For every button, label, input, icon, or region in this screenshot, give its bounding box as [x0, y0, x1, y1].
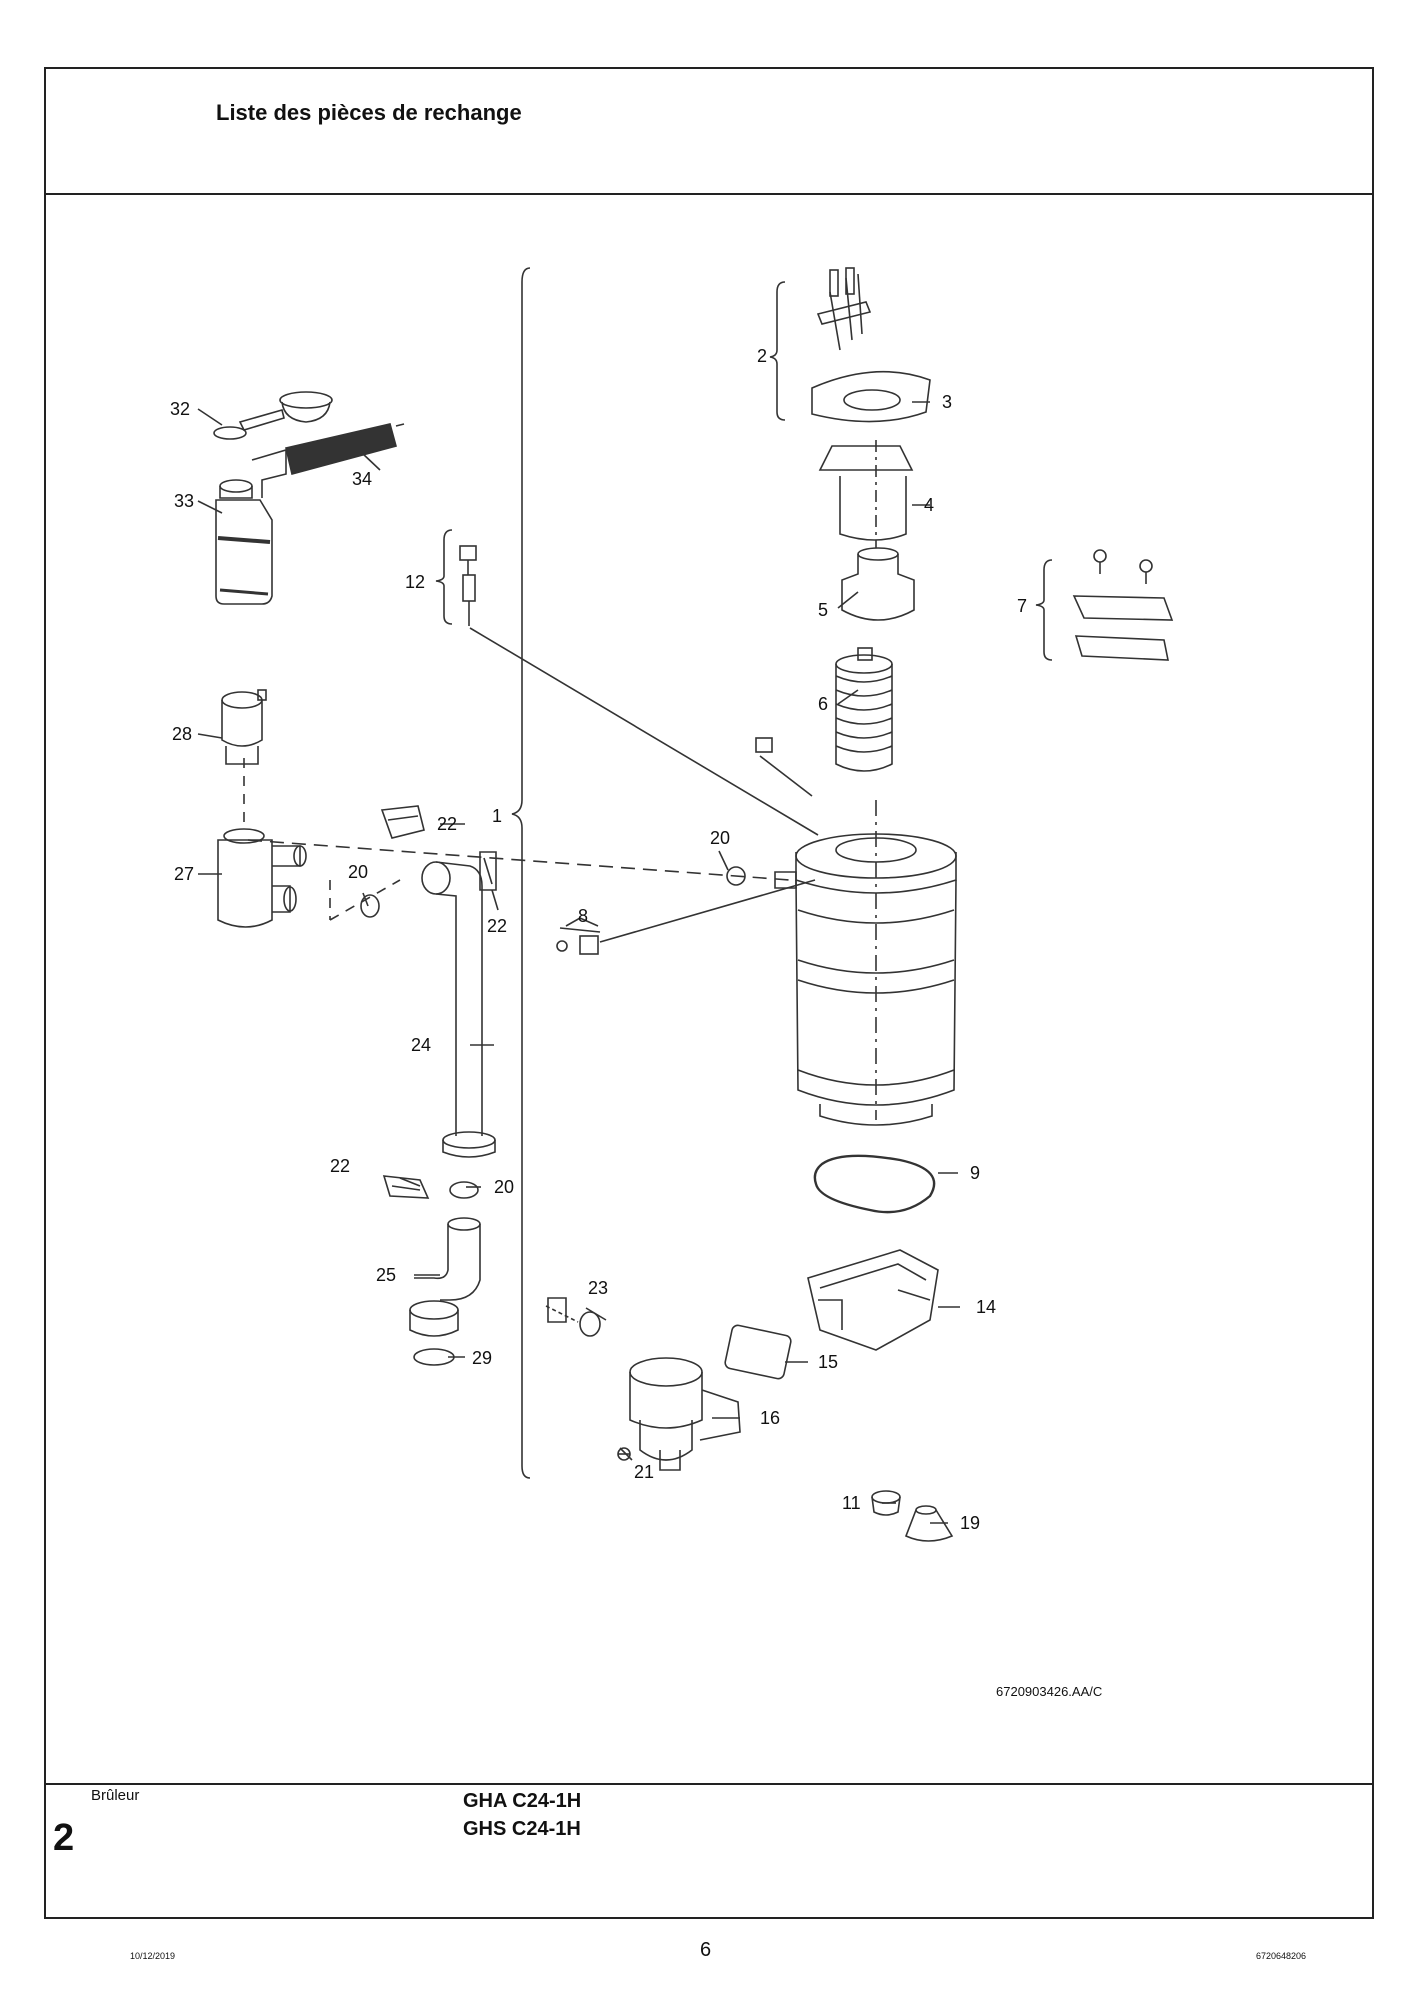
part-19-cone — [904, 1505, 954, 1542]
label-part-1: 1 — [492, 806, 502, 826]
label-part-16: 16 — [760, 1408, 780, 1428]
part-6-burner-tube — [835, 647, 893, 772]
page-frame — [44, 67, 1374, 1919]
heat-exchanger-body — [755, 737, 957, 1126]
part-20-washer-a — [360, 894, 380, 918]
label-part-23: 23 — [588, 1278, 608, 1298]
label-part-14: 14 — [976, 1297, 996, 1317]
label-part-19: 19 — [960, 1513, 980, 1533]
part-25-elbow — [409, 1217, 481, 1337]
part-5-distribution-disc — [841, 547, 915, 621]
label-part-3: 3 — [942, 392, 952, 412]
label-part-28: 28 — [172, 724, 192, 744]
label-part-12: 12 — [405, 572, 425, 592]
label-part-21: 21 — [634, 1462, 654, 1482]
part-15-gasket — [724, 1324, 792, 1380]
part-11-nozzle — [871, 1490, 901, 1516]
part-28-air-vent — [221, 689, 267, 765]
page-title: Liste des pièces de rechange — [216, 100, 522, 125]
part-22-clip-b — [479, 851, 497, 891]
section-label: Brûleur — [91, 1787, 140, 1804]
header-divider — [44, 193, 1374, 195]
part-20-washer-b — [449, 1181, 479, 1199]
footer-date: 10/12/2019 — [130, 1951, 176, 1961]
label-part-4: 4 — [924, 495, 934, 515]
part-22-clip-a — [380, 805, 425, 839]
part-4-sleeve — [818, 440, 914, 548]
part-23-fittings — [545, 1297, 607, 1337]
label-part-22-c: 22 — [330, 1156, 350, 1176]
part-29-seal — [413, 1348, 455, 1366]
part-33-siphon-body — [215, 448, 287, 605]
label-part-8: 8 — [578, 906, 588, 926]
label-part-9: 9 — [970, 1163, 980, 1183]
label-part-34: 34 — [352, 469, 372, 489]
part-21-screw — [617, 1447, 631, 1461]
label-part-20-b: 20 — [494, 1177, 514, 1197]
part-3-flange-plate — [811, 370, 931, 423]
part-20-washer-c — [726, 866, 746, 886]
part-12-sensor — [459, 545, 477, 626]
label-part-6: 6 — [818, 694, 828, 714]
page-number: 6 — [700, 1939, 712, 1961]
footer-divider — [44, 1783, 1374, 1785]
part-2-electrode-set — [816, 267, 872, 351]
part-27-pump-housing — [217, 828, 307, 928]
part-14-burner-base — [807, 1249, 939, 1351]
label-part-20-c: 20 — [710, 828, 730, 848]
label-part-24: 24 — [411, 1035, 431, 1055]
label-part-29: 29 — [472, 1348, 492, 1368]
part-9-gasket — [813, 1154, 936, 1214]
label-part-22-b: 22 — [487, 916, 507, 936]
part-32-siphon-cap — [213, 391, 333, 440]
part-22-clip-c — [382, 1175, 430, 1199]
label-part-27: 27 — [174, 864, 194, 884]
document-id: 6720648206 — [1255, 1951, 1306, 1961]
label-part-7: 7 — [1017, 596, 1027, 616]
model-name-1: GHA C24-1H — [463, 1790, 582, 1812]
label-part-32: 32 — [170, 399, 190, 419]
label-part-22-a: 22 — [437, 814, 457, 834]
label-part-25: 25 — [376, 1265, 396, 1285]
part-16-venturi-housing — [629, 1357, 741, 1471]
label-part-11: 11 — [842, 1493, 861, 1513]
label-part-33: 33 — [174, 491, 194, 511]
label-part-2: 2 — [757, 346, 767, 366]
drawing-reference: 6720903426.AA/C — [996, 1684, 1103, 1699]
label-part-15: 15 — [818, 1352, 838, 1372]
section-number: 2 — [53, 1817, 75, 1859]
part-24-pipe — [421, 861, 496, 1158]
label-part-20-a: 20 — [348, 862, 368, 882]
part-34-hose — [285, 423, 405, 475]
part-7-screws-and-bracket — [1072, 549, 1174, 661]
label-part-5: 5 — [818, 600, 828, 620]
group-1-brace — [511, 267, 531, 1479]
part-8-ignition-electrode — [556, 917, 599, 955]
model-name-2: GHS C24-1H — [463, 1818, 581, 1840]
